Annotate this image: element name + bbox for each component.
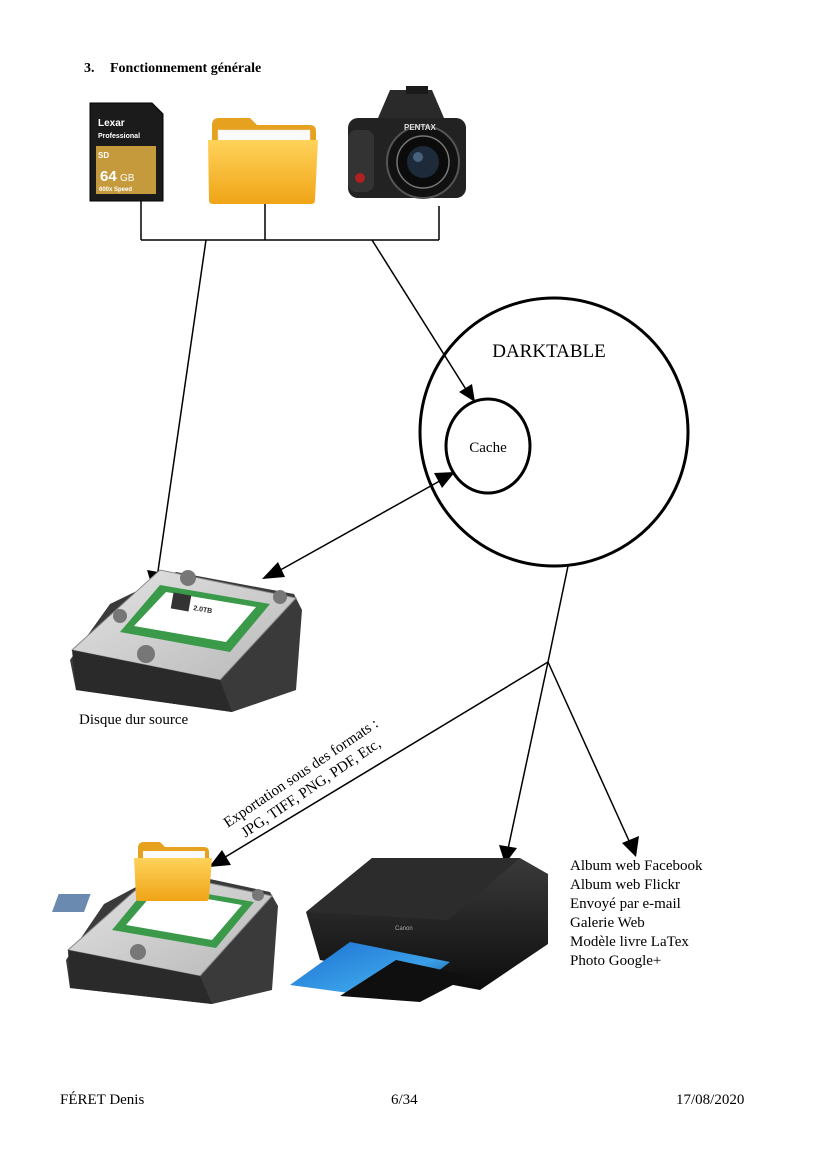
arrow-to-source-disk (147, 239, 207, 590)
drive-capacity: 2.0TB (193, 605, 213, 615)
destination-item: Galerie Web (570, 915, 645, 931)
footer-date: 17/08/2020 (676, 1092, 745, 1108)
darktable-circle (418, 296, 690, 568)
destination-item: Photo Google+ (570, 953, 662, 969)
arrow-cache-disk (262, 472, 455, 579)
sd-line: Professional (98, 133, 140, 140)
destination-item: Envoyé par e-mail (570, 896, 681, 912)
arrow-to-cache (371, 239, 475, 402)
destination-item: Album web Facebook (570, 858, 703, 874)
export-folder-icon (134, 842, 212, 901)
footer-page-number: 6/34 (391, 1092, 418, 1108)
camera-icon: PENTAX (348, 86, 466, 199)
section-heading: 3. Fonctionnement générale (84, 61, 261, 77)
sd-unit: GB (120, 173, 135, 184)
export-line (547, 565, 569, 663)
arrow-to-printer (499, 661, 549, 864)
destination-item: Modèle livre LaTex (570, 934, 689, 950)
destinations-list: Album web Facebook Album web Flickr Envo… (570, 857, 702, 971)
export-hard-drive-icon (66, 870, 278, 1004)
arrow-to-export-disk (209, 661, 549, 867)
section-number: 3. (84, 61, 95, 76)
footer-author: FÉRET Denis (60, 1092, 145, 1108)
cache-label: Cache (469, 440, 507, 456)
sd-capacity: 64 (100, 168, 117, 185)
source-disk-label: Disque dur source (79, 712, 189, 728)
destination-item: Album web Flickr (570, 877, 680, 893)
cache-circle (444, 397, 532, 495)
sources-bracket (140, 201, 440, 241)
sd-brand: Lexar (98, 118, 125, 129)
camera-brand: PENTAX (404, 123, 437, 132)
sd-card-icon: Lexar Professional SD 64 GB 600x Speed (89, 102, 164, 202)
printer-icon: Canon (52, 858, 548, 1002)
sd-speed: 600x Speed (99, 187, 132, 193)
arrow-to-destinations (547, 661, 639, 857)
svg-text:SD: SD (98, 151, 109, 160)
folder-icon (208, 118, 318, 204)
printer-brand: Canon (395, 926, 413, 932)
section-title: Fonctionnement générale (110, 61, 262, 76)
hard-drive-icon: 2.0TB (70, 569, 302, 712)
darktable-label: DARKTABLE (492, 341, 606, 362)
